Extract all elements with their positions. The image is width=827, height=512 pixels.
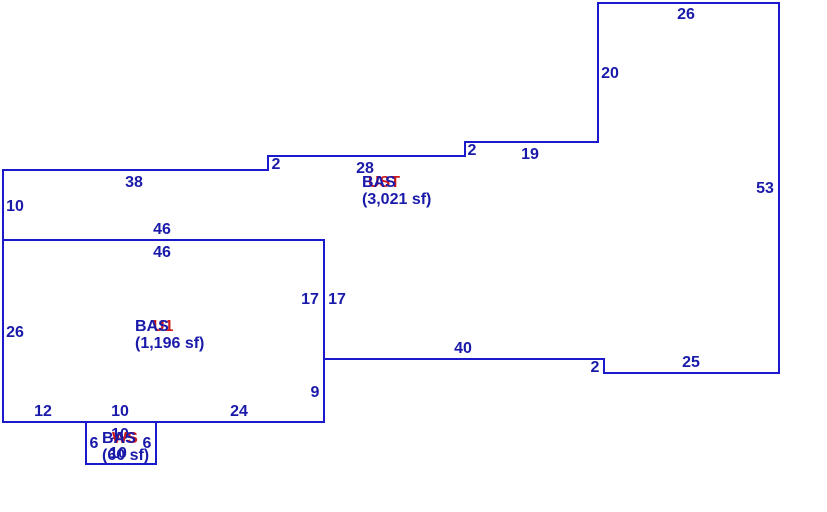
dimension-label: 20 [601, 65, 619, 82]
area-code-label: BAS [102, 430, 136, 447]
area-overlay-code: WS [112, 430, 138, 447]
dimension-label: 19 [521, 146, 539, 163]
dimension-label: 2 [272, 156, 281, 173]
dimension-label: 40 [454, 340, 472, 357]
area-size-label: (60 sf) [102, 447, 149, 464]
dimension-label: 10 [6, 198, 24, 215]
dimension-label: 2 [468, 142, 477, 159]
dimension-label: 10 [111, 403, 129, 420]
dimension-label: 6 [143, 435, 152, 452]
wing-area-outline [2, 239, 325, 423]
dimension-label: 25 [682, 354, 700, 371]
dimension-label: 10 [111, 426, 129, 443]
dimension-label: 12 [34, 403, 52, 420]
dimension-label: 2 [591, 359, 600, 376]
dimension-label: 28 [356, 160, 374, 177]
dimension-label: 46 [153, 244, 171, 261]
dimension-label: 26 [6, 324, 24, 341]
main-area-outline [2, 2, 780, 374]
dimension-label: 10 [109, 445, 127, 462]
dimension-label: 17 [328, 291, 346, 308]
area-size-label: (3,021 sf) [362, 191, 431, 208]
dimension-label: 46 [153, 221, 171, 238]
area-code-label: BAS [362, 174, 396, 191]
dimension-label: 24 [230, 403, 248, 420]
dimension-label: 26 [677, 6, 695, 23]
dimension-label: 9 [311, 384, 320, 401]
dimension-label: 17 [301, 291, 319, 308]
dimension-label: 53 [756, 180, 774, 197]
area-overlay-code: UST [368, 174, 400, 191]
porch-area-outline [85, 422, 157, 465]
dimension-label: 6 [90, 435, 99, 452]
dimension-label: 38 [125, 174, 143, 191]
area-overlay-code: U1 [153, 318, 174, 335]
area-size-label: (1,196 sf) [135, 335, 204, 352]
area-code-label: BAS [135, 318, 169, 335]
